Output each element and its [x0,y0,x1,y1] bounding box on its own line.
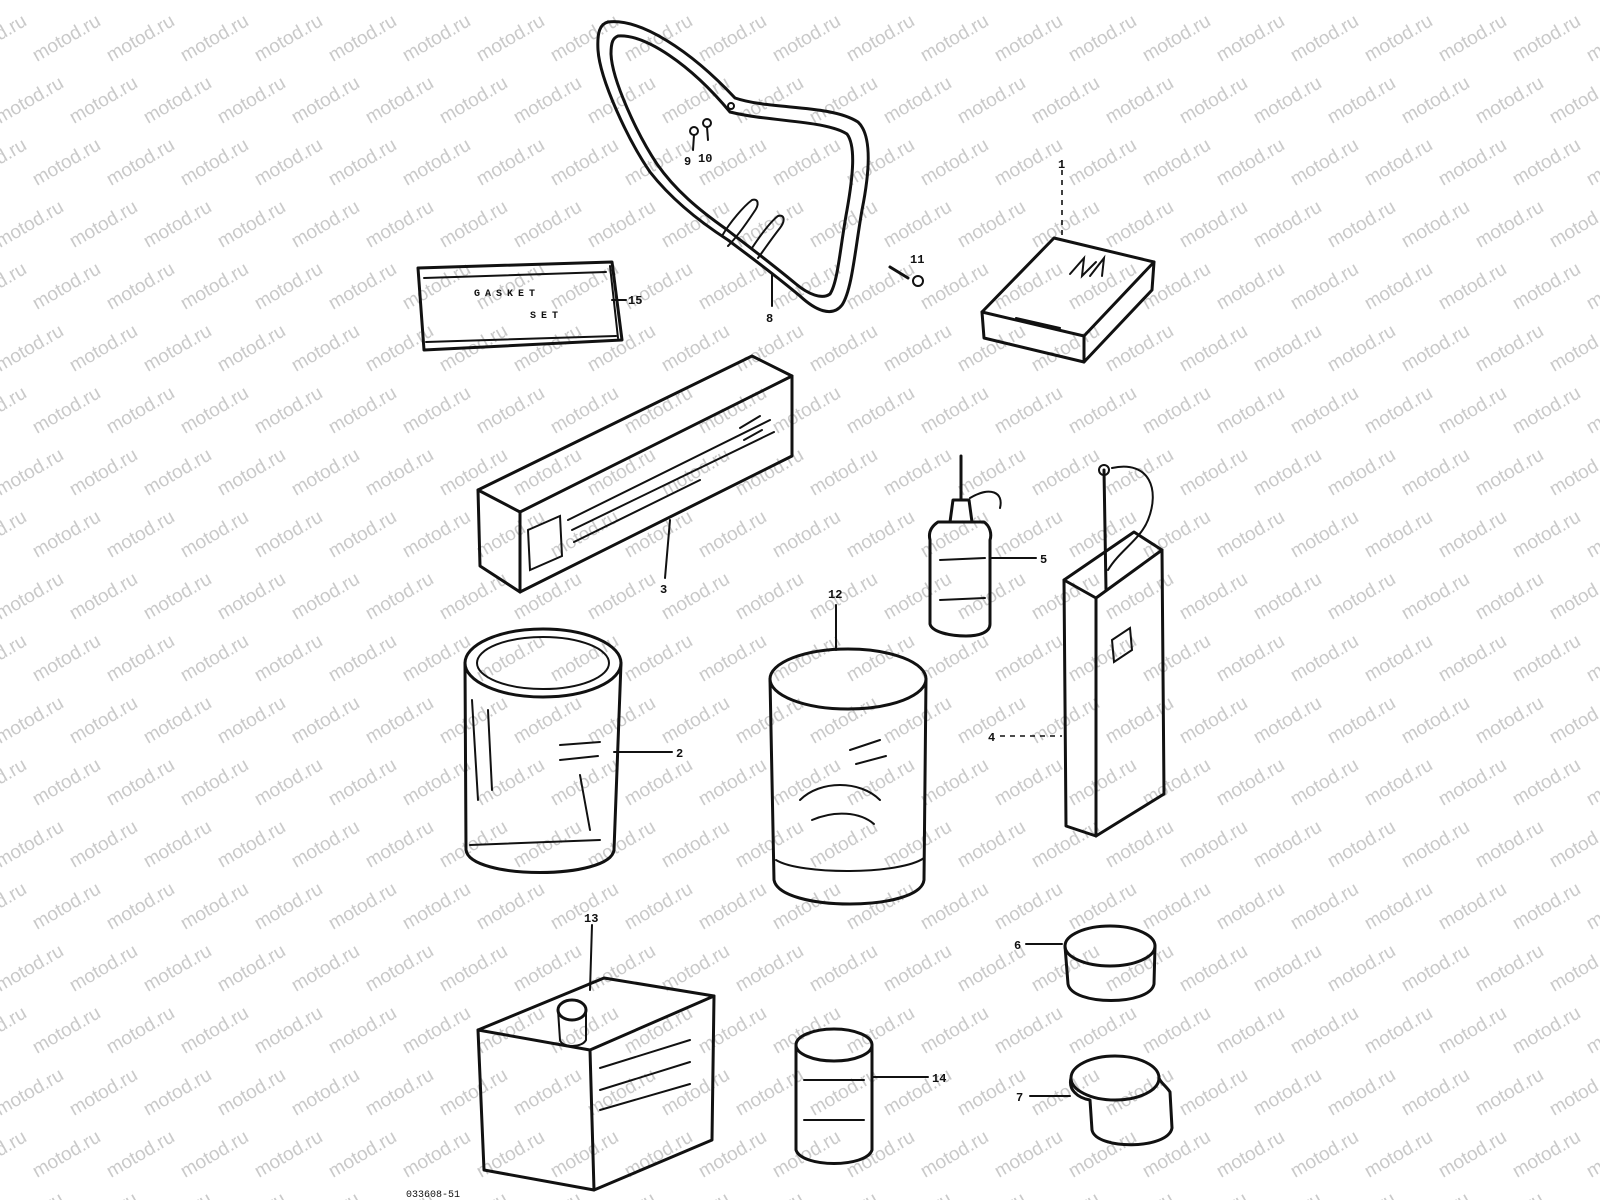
callout-2: 2 [676,747,683,761]
callout-5: 5 [1040,553,1047,567]
callout-11: 11 [910,253,924,267]
part-3-long-box [476,354,794,594]
leader-lines [589,170,1071,1097]
callout-4: 4 [988,731,995,745]
part-5-oil-bottle [928,454,1002,638]
part-12-jar [768,647,928,906]
part-7-tin [1068,1054,1174,1147]
callout-1: 1 [1058,158,1065,172]
callout-13: 13 [584,912,598,926]
part-8-large-gasket [596,20,870,314]
part-14-small-jar [794,1027,874,1165]
callout-14: 14 [932,1072,946,1086]
part-15-gasket-set-package: GASKET SET [416,260,624,352]
part-11-bolt [888,265,924,287]
part-6-cap [1063,924,1157,1002]
callout-8: 8 [766,312,773,326]
callout-7: 7 [1016,1091,1023,1105]
part-4-tall-package [1062,464,1166,838]
gasket-text-line2: SET [530,311,563,322]
part-9-10-screws [689,118,712,151]
callout-3: 3 [660,583,667,597]
callout-12: 12 [828,588,842,602]
callout-6: 6 [1014,939,1021,953]
callout-15: 15 [628,294,642,308]
part-2-can [463,627,623,874]
callout-9: 9 [684,155,691,169]
part-1-small-box [980,236,1156,364]
part-13-metal-can [476,976,716,1192]
callout-10: 10 [698,152,712,166]
gasket-text-line1: GASKET [474,289,540,300]
figure-code: 033608-51 [406,1190,460,1200]
